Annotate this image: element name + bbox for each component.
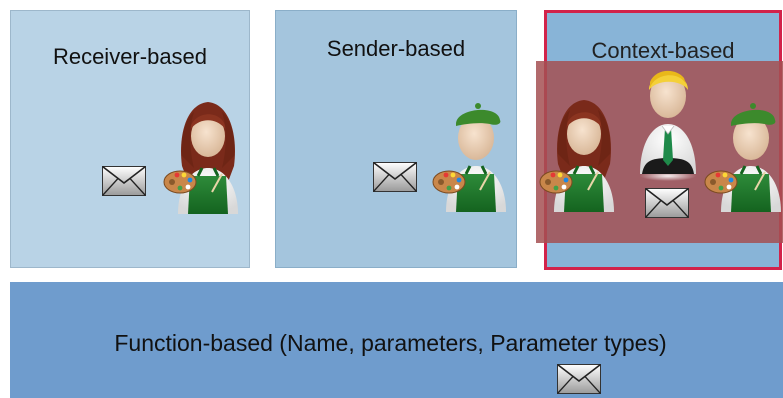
painter-woman-icon [544, 94, 624, 214]
function-based-label: Function-based (Name, parameters, Parame… [114, 330, 667, 356]
envelope-icon [373, 162, 417, 192]
businessman-icon [628, 62, 708, 182]
palette-icon [163, 170, 197, 194]
receiver-based-label: Receiver-based [52, 44, 208, 69]
sender-based-label: Sender-based [326, 36, 466, 61]
palette-icon [432, 170, 466, 194]
function-based-panel: Function-based (Name, parameters, Parame… [10, 282, 783, 398]
envelope-icon [557, 364, 601, 394]
envelope-icon [645, 188, 689, 218]
context-based-label: Context-based [591, 38, 735, 63]
painter-man-icon [719, 101, 783, 214]
palette-icon [539, 170, 573, 194]
painter-woman-icon [168, 96, 248, 216]
palette-icon [704, 170, 738, 194]
envelope-icon [102, 166, 146, 196]
painter-man-icon [436, 94, 516, 214]
